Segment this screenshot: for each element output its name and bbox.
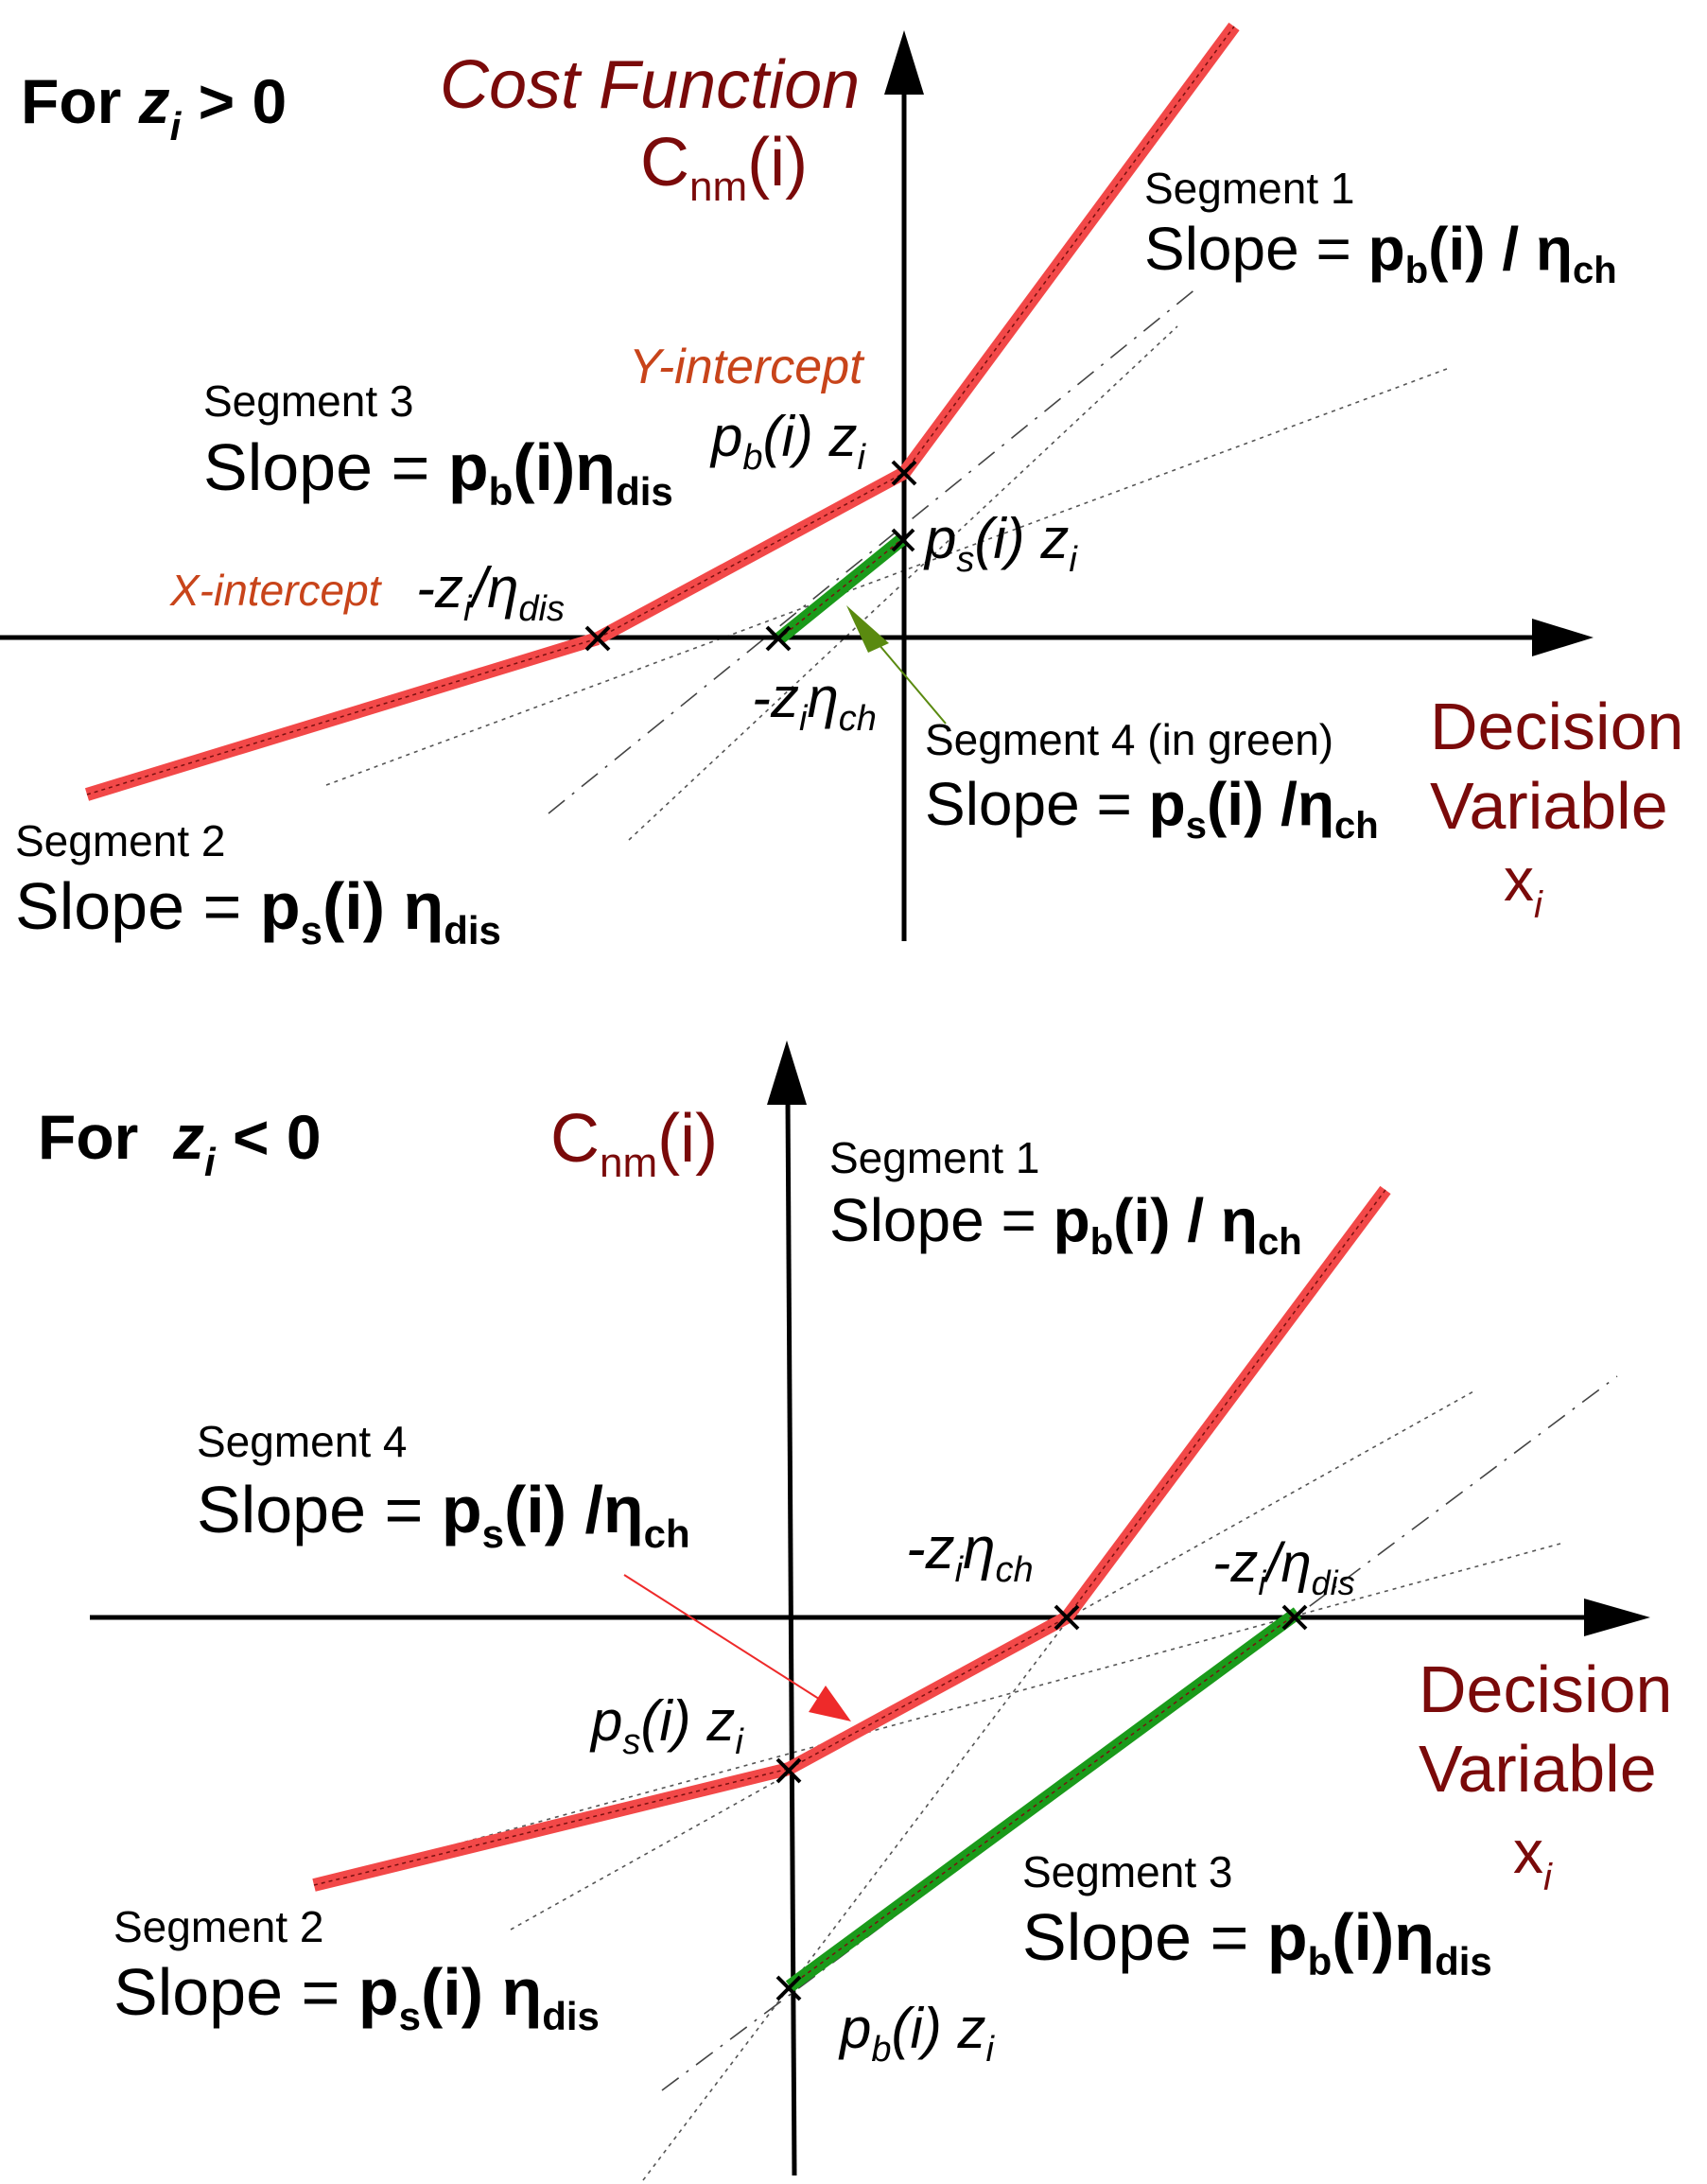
guide-line-dashdot bbox=[548, 288, 1197, 814]
segment-4-slope: Slope = ps(i) /ηch bbox=[197, 1473, 690, 1556]
segment-3-title: Segment 3 bbox=[203, 376, 413, 426]
segment-4-pointer-arrowhead bbox=[846, 605, 889, 653]
y-axis-title: Cost Function bbox=[440, 47, 860, 123]
segment-4-pointer-arrowhead bbox=[809, 1686, 851, 1721]
point-marker-neg-zi-eta-ch bbox=[765, 625, 792, 652]
point-marker-x-intercept bbox=[584, 625, 611, 652]
segment-2-slope: Slope = ps(i) ηdis bbox=[113, 1955, 600, 2038]
segment-2-title: Segment 2 bbox=[15, 816, 225, 865]
point-marker-pb-zi bbox=[775, 1975, 802, 2001]
x-axis-title-line2: Variable bbox=[1430, 769, 1668, 843]
x-axis-title-line1: Decision bbox=[1430, 690, 1683, 763]
x-axis-title-line1: Decision bbox=[1419, 1652, 1672, 1726]
label-neg-zi-eta-ch: -ziηch bbox=[752, 666, 877, 739]
segment-3-center bbox=[789, 1612, 1298, 1987]
label-neg-zi-over-eta-dis: -zi/ηdis bbox=[416, 556, 565, 629]
x-intercept-label: X-intercept bbox=[169, 566, 383, 615]
segment-1-slope: Slope = pb(i) / ηch bbox=[1144, 215, 1617, 291]
guide-line-dotted-shallow bbox=[316, 1543, 1561, 1883]
point-marker-y-intercept bbox=[891, 460, 917, 486]
point-marker-neg-zi-eta-ch bbox=[1054, 1604, 1080, 1631]
panel-1-heading: For zi > 0 bbox=[21, 66, 287, 149]
y-axis-arrowhead bbox=[767, 1040, 807, 1105]
segment-4-title: Segment 4 bbox=[197, 1417, 407, 1466]
segment-1-slope: Slope = pb(i) / ηch bbox=[829, 1186, 1302, 1263]
y-axis bbox=[785, 1096, 797, 2176]
point-marker-neg-zi-over-eta-dis bbox=[1281, 1604, 1308, 1631]
label-pb-zi: pb(i) zi bbox=[838, 1997, 995, 2070]
segment-1-center bbox=[903, 26, 1235, 474]
y-intercept-label: Y-intercept bbox=[629, 340, 865, 394]
segment-1-title: Segment 1 bbox=[829, 1133, 1039, 1182]
segment-4-pointer-line bbox=[623, 1574, 833, 1708]
label-ps-zi: ps(i) zi bbox=[923, 507, 1078, 580]
segment-3-center bbox=[597, 472, 905, 639]
segment-2-title: Segment 2 bbox=[113, 1902, 323, 1951]
panel-negative-z: For zi < 0 Cnm(i) Decision Variable xi S… bbox=[38, 1040, 1672, 2181]
segment-3-title: Segment 3 bbox=[1022, 1847, 1232, 1896]
segment-4-line bbox=[785, 1611, 1071, 1775]
segment-4-slope: Slope = ps(i) /ηch bbox=[925, 770, 1379, 847]
guide-line-dotted-shallow bbox=[325, 368, 1448, 786]
label-pb-zi: pb(i) zi bbox=[709, 405, 866, 478]
label-neg-zi-over-eta-dis: -zi/ηdis bbox=[1212, 1532, 1355, 1602]
segment-2-center bbox=[86, 638, 599, 795]
segment-2-slope: Slope = ps(i) ηdis bbox=[15, 869, 501, 952]
y-axis-arrowhead bbox=[884, 30, 924, 95]
segment-1-title: Segment 1 bbox=[1144, 164, 1354, 213]
segment-4-line bbox=[774, 533, 907, 645]
x-axis-arrowhead bbox=[1584, 1599, 1650, 1636]
segment-4-title: Segment 4 (in green) bbox=[925, 715, 1333, 764]
x-axis-arrowhead bbox=[1532, 619, 1594, 656]
x-axis-variable: xi bbox=[1504, 846, 1543, 926]
segment-1-center bbox=[1066, 1189, 1386, 1618]
panel-2-heading: For zi < 0 bbox=[38, 1102, 322, 1184]
segment-3-slope: Slope = pb(i)ηdis bbox=[1022, 1900, 1492, 1983]
y-axis-symbol: Cnm(i) bbox=[550, 1101, 718, 1186]
guide-line-dotted-mid bbox=[510, 1389, 1476, 1931]
point-marker-ps-zi bbox=[775, 1757, 802, 1784]
panel-positive-z: For zi > 0 Cost Function Cnm(i) Decision… bbox=[0, 22, 1683, 952]
y-axis-symbol: Cnm(i) bbox=[640, 125, 808, 210]
label-ps-zi: ps(i) zi bbox=[589, 1689, 744, 1762]
point-marker-ps-zi bbox=[891, 528, 915, 552]
label-neg-zi-eta-ch: -ziηch bbox=[906, 1516, 1034, 1590]
segment-3-slope: Slope = pb(i)ηdis bbox=[203, 430, 673, 514]
x-axis-title-line2: Variable bbox=[1419, 1732, 1657, 1806]
segment-2-center bbox=[313, 1768, 790, 1886]
x-axis-variable: xi bbox=[1513, 1818, 1553, 1898]
